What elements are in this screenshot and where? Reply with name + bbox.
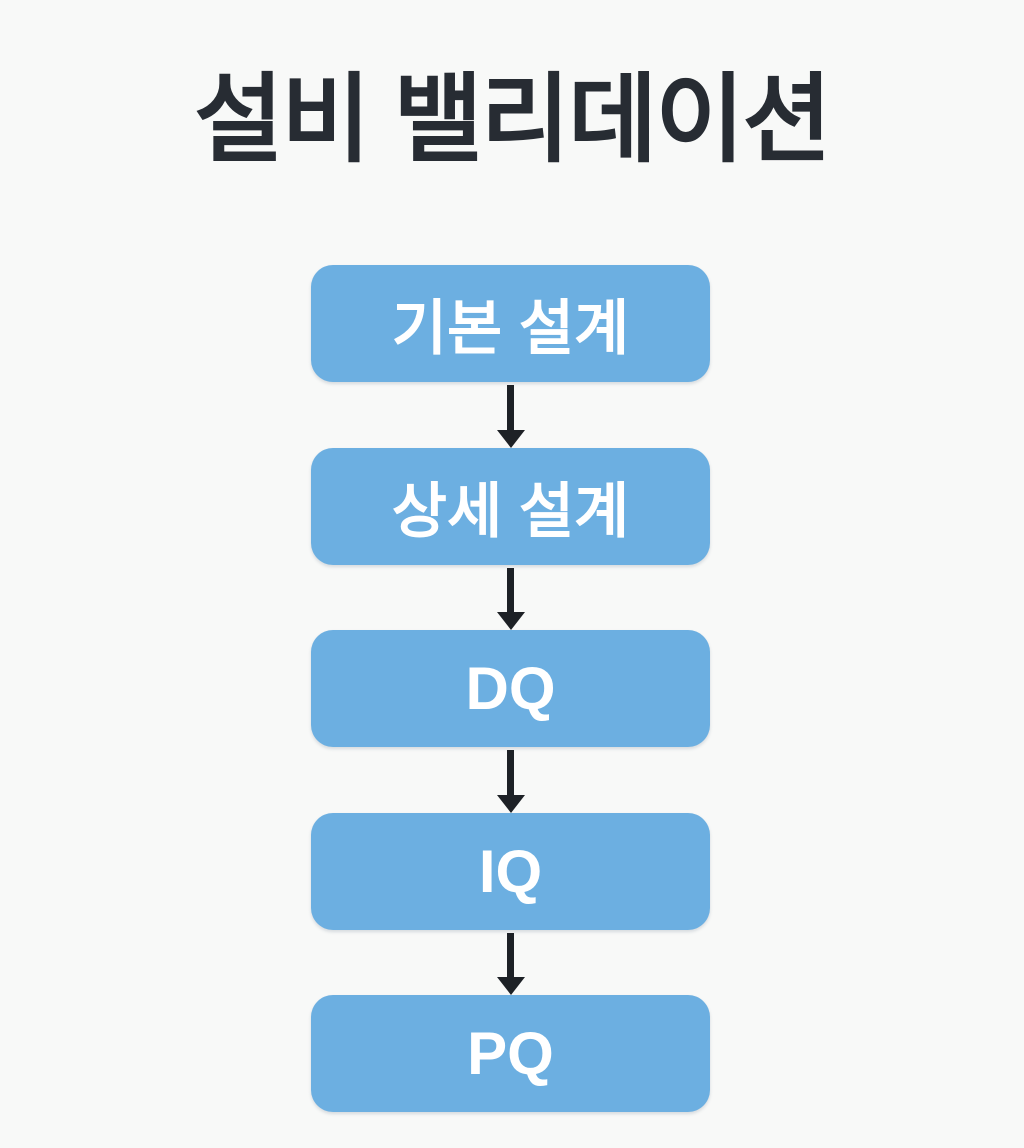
arrow-shaft [507, 932, 514, 978]
flow-step-label: PQ [467, 1020, 554, 1087]
arrow-down-icon [496, 565, 525, 630]
flow-step-label: 상세 설계 [391, 477, 630, 545]
flow-step-label: DQ [465, 655, 556, 722]
flow-step-dq: DQ [311, 630, 710, 747]
flowchart: 기본 설계 상세 설계 DQ IQ PQ [311, 265, 710, 1112]
flow-step-pq: PQ [311, 995, 710, 1112]
arrow-shaft [507, 567, 514, 613]
page-title: 설비 밸리데이션 [194, 65, 832, 174]
arrow-shaft [507, 385, 514, 431]
arrow-head [496, 977, 525, 995]
flow-step-label: 기본 설계 [391, 295, 630, 362]
flow-step-detailed-design: 상세 설계 [311, 447, 710, 565]
flow-step-iq: IQ [311, 812, 710, 930]
flow-step-label: IQ [478, 837, 543, 905]
arrow-head [496, 429, 525, 448]
arrow-down-icon [496, 747, 525, 813]
arrow-down-icon [496, 930, 525, 995]
arrow-head [496, 794, 525, 813]
flow-step-basic-design: 기본 설계 [311, 265, 710, 382]
arrow-head [496, 612, 525, 630]
arrow-shaft [507, 750, 514, 796]
arrow-down-icon [496, 382, 525, 448]
